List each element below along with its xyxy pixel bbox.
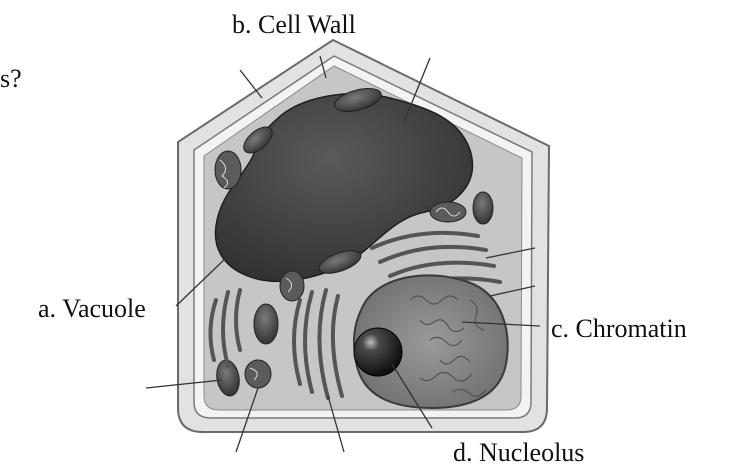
label-cell-wall: b. Cell Wall [232,12,356,38]
label-nucleolus: d. Nucleolus [453,440,584,466]
label-vacuole: a. Vacuole [38,296,146,322]
label-chromatin: c. Chromatin [551,316,687,342]
